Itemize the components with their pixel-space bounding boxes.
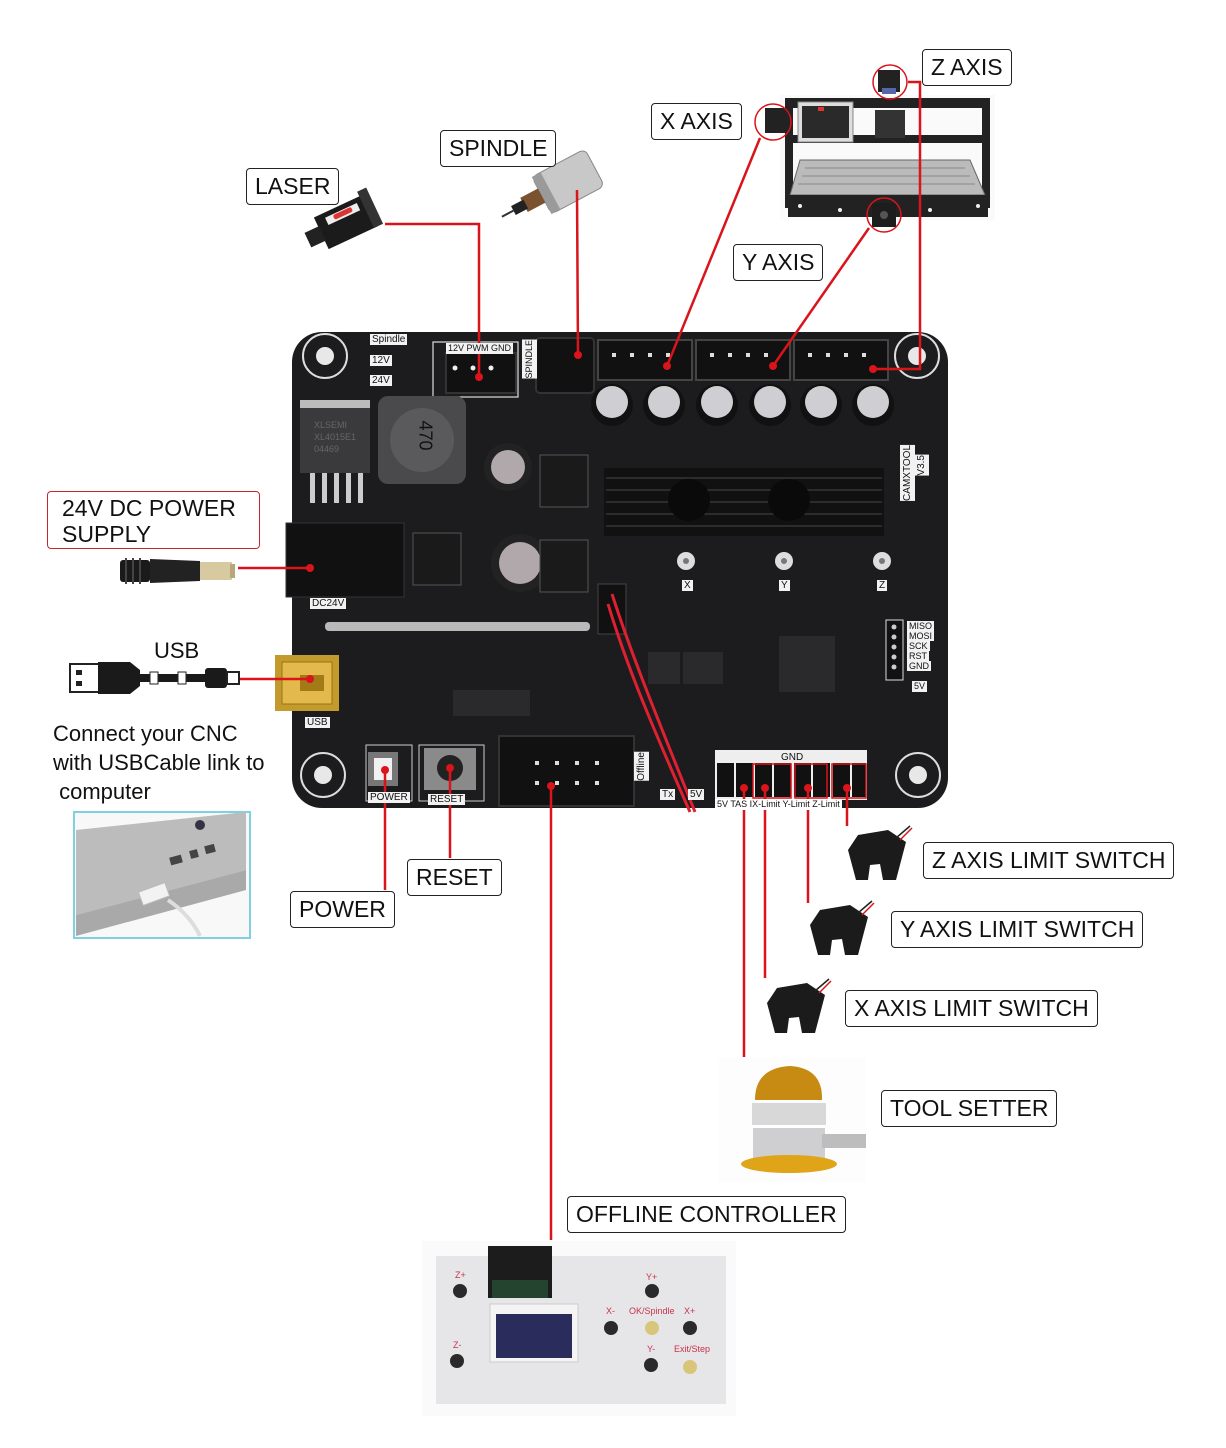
wire-endpoints	[306, 351, 877, 792]
offline-controller-image	[422, 1241, 736, 1416]
silk-reset-button: RESET	[428, 794, 466, 805]
silk-regulator-2: XL4015E1	[314, 432, 357, 442]
silk-isp-gnd: GND	[907, 661, 931, 671]
mounting-hole	[894, 333, 940, 379]
controller-label-z-minus: Z-	[453, 1340, 462, 1350]
spindle-motor-image	[501, 150, 603, 218]
callout-y-limit-switch: Y AXIS LIMIT SWITCH	[891, 911, 1144, 948]
mounting-hole	[300, 752, 346, 798]
controller-label-ok-spindle: OK/Spindle	[629, 1306, 675, 1316]
silk-gnd: GND	[781, 752, 804, 763]
limit-switch-image	[810, 900, 875, 955]
controller-label-y-plus: Y+	[646, 1272, 658, 1282]
callout-power: POWER	[290, 891, 395, 928]
callout-z-axis: Z AXIS	[922, 49, 1012, 86]
callout-x-limit-switch: X AXIS LIMIT SWITCH	[845, 990, 1098, 1027]
dc-power-plug-image	[120, 558, 235, 584]
silk-isp-5v: 5V	[912, 681, 928, 692]
controller-label-y-minus: Y-	[647, 1344, 656, 1354]
callout-power-supply-line2: SUPPLY	[62, 521, 152, 547]
silk-driver-x: X	[682, 580, 693, 591]
silk-limit-row: 5V TAS IX-Limit Y-Limit Z-Limit	[715, 799, 842, 810]
z-axis-highlight-circle	[872, 64, 908, 100]
capacitor-row	[591, 384, 894, 426]
silk-dc24v: DC24V	[310, 598, 347, 609]
callout-laser: LASER	[246, 168, 340, 205]
callout-power-supply-line1: 24V DC POWER	[62, 495, 236, 521]
limit-switch-image	[767, 978, 832, 1033]
silk-offline: Offline	[634, 752, 649, 781]
mounting-hole	[302, 333, 348, 379]
mounting-hole	[895, 752, 941, 798]
silk-isp-rst: RST	[907, 651, 929, 661]
controller-label-x-minus: X-	[606, 1306, 615, 1316]
silk-driver-z: Z	[877, 580, 888, 591]
silk-24v: 24V	[370, 375, 392, 386]
x-axis-highlight-circle	[754, 103, 792, 141]
silk-isp-miso: MISO	[907, 621, 935, 631]
silk-spindle-side: SPINDLE	[522, 340, 537, 379]
silk-driver-y: Y	[779, 580, 790, 591]
wire-x-axis	[665, 137, 762, 367]
laptop-usb-photo	[73, 811, 251, 939]
silk-power-button: POWER	[368, 792, 410, 803]
usb-note-line2: with USBCable link to	[53, 750, 265, 775]
silk-tx: Tx	[660, 789, 676, 800]
silk-laser-pins: 12V PWM GND	[446, 343, 514, 354]
usb-cable-image	[69, 662, 240, 694]
callout-reset: RESET	[407, 859, 502, 896]
cnc-machine-image	[754, 64, 995, 233]
controller-label-exit-step: Exit/Step	[674, 1344, 711, 1354]
callout-y-axis: Y AXIS	[733, 244, 824, 281]
wire-spindle	[575, 189, 580, 356]
y-axis-highlight-circle	[866, 197, 902, 233]
silk-isp-sck: SCK	[907, 641, 930, 651]
silk-board-version: V3.5	[914, 455, 929, 476]
controller-label-z-plus: Z+	[455, 1270, 466, 1280]
silk-regulator-1: XLSEMI	[314, 420, 348, 430]
callout-tool-setter: TOOL SETTER	[881, 1090, 1058, 1127]
label-usb: USB	[154, 638, 200, 663]
connection-wires	[238, 80, 922, 1240]
silk-regulator-3: 04469	[314, 444, 340, 454]
callout-x-axis: X AXIS	[651, 103, 742, 140]
silk-12v: 12V	[370, 355, 392, 366]
callout-offline-controller: OFFLINE CONTROLLER	[567, 1196, 846, 1233]
heatsink	[604, 468, 884, 536]
silk-board-model: CAMXTOOL	[900, 445, 915, 501]
callout-z-limit-switch: Z AXIS LIMIT SWITCH	[923, 842, 1175, 879]
controller-label-x-plus: X+	[684, 1306, 696, 1316]
tool-setter-image	[719, 1058, 866, 1183]
usb-note-line3: computer	[53, 779, 151, 804]
wire-z-axis	[873, 80, 922, 371]
wire-y-axis	[771, 227, 871, 367]
laser-module-image	[304, 187, 384, 250]
silk-5v-led: 5V	[688, 789, 705, 800]
silk-usb: USB	[305, 717, 330, 728]
controller-board	[275, 332, 948, 813]
silk-spindle-header: Spindle	[370, 334, 408, 345]
silk-inductor: 470	[415, 420, 436, 451]
limit-switch-image	[848, 825, 913, 880]
callout-spindle: SPINDLE	[440, 130, 557, 167]
callout-power-supply: 24V DC POWER SUPPLY	[47, 491, 260, 549]
wire-laser	[385, 222, 481, 377]
usb-note-line1: Connect your CNC	[53, 721, 238, 746]
silk-isp-mosi: MOSI	[907, 631, 935, 641]
